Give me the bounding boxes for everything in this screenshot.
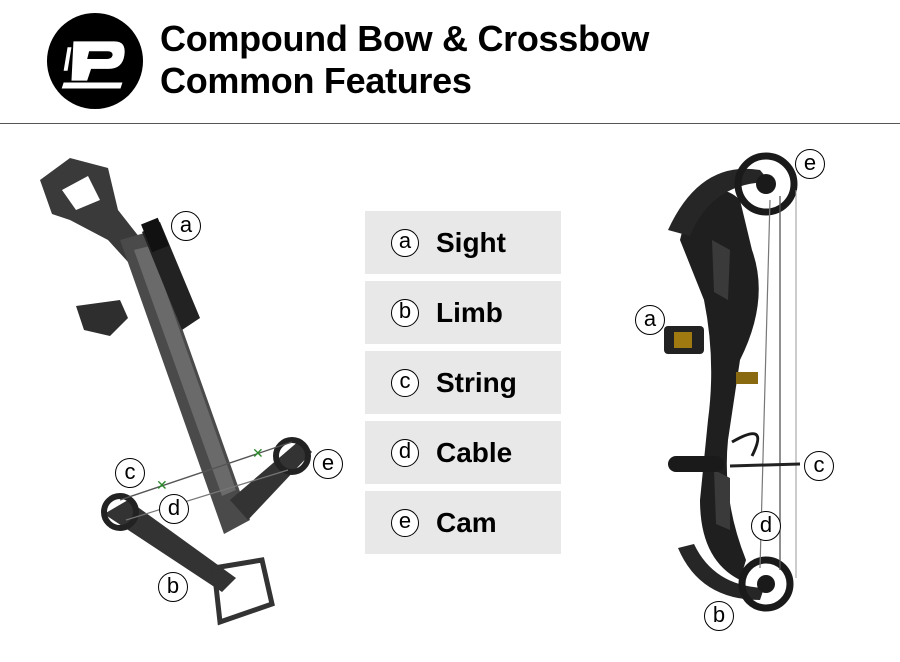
svg-text:✕: ✕ — [156, 478, 168, 494]
crossbow-callout-string: c — [115, 458, 145, 488]
bow-callout-sight: a — [635, 305, 665, 335]
legend-label: Sight — [436, 226, 506, 258]
legend-letter: e — [391, 508, 419, 537]
crossbow-callout-cam: e — [313, 449, 343, 479]
legend-item-string: c String — [365, 351, 561, 414]
title-line-2: Common Features — [160, 60, 472, 101]
legend-item-sight: a Sight — [365, 211, 561, 274]
legend-item-cam: e Cam — [365, 491, 561, 554]
legend-letter: d — [391, 438, 419, 467]
bow-callout-string: c — [804, 451, 834, 481]
bow-callout-cam: e — [795, 149, 825, 179]
page-title: Compound Bow & Crossbow Common Features — [160, 18, 649, 102]
legend-item-cable: d Cable — [365, 421, 561, 484]
compound-bow-illustration — [664, 152, 801, 612]
header: Compound Bow & Crossbow Common Features — [0, 0, 900, 124]
legend-label: Limb — [436, 296, 503, 328]
legend-letter: a — [391, 228, 419, 257]
crossbow-callout-cable: d — [159, 494, 189, 524]
svg-text:✕: ✕ — [252, 446, 264, 462]
crossbow-callout-sight: a — [171, 211, 201, 241]
bow-callout-cable: d — [751, 511, 781, 541]
legend-label: Cable — [436, 436, 513, 468]
header-divider — [0, 123, 900, 124]
legend-letter: b — [391, 298, 419, 327]
legend-label: Cam — [436, 506, 497, 538]
title-line-1: Compound Bow & Crossbow — [160, 18, 650, 59]
legend-letter: c — [391, 368, 419, 397]
legend-item-limb: b Limb — [365, 281, 561, 344]
crossbow-illustration: ✕ ✕ — [40, 158, 312, 626]
legend-label: String — [436, 366, 517, 398]
bow-callout-limb: b — [704, 601, 734, 631]
crossbow-callout-limb: b — [158, 572, 188, 602]
brand-logo-icon — [46, 12, 144, 110]
